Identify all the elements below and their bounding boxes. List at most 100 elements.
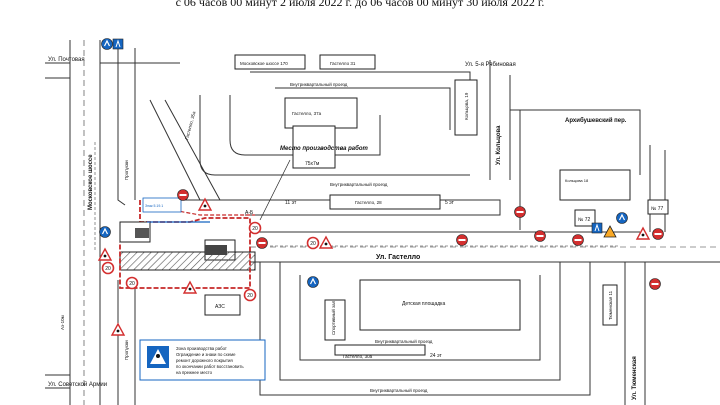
inner-road-bottom-outer	[259, 262, 591, 396]
sign-blue-top-left	[100, 37, 114, 51]
storeys-5: 5 эт	[445, 200, 455, 206]
road-works-sign-gastello	[319, 236, 333, 249]
playground-label: Детская площадка	[402, 301, 445, 307]
map-caption: с 06 часов 00 минут 2 июля 2022 г. до 06…	[175, 0, 545, 9]
no-entry-sign-koltsova-2	[534, 230, 546, 242]
street-label-proezd-bottom2: Внутриквартальный проезд	[370, 387, 428, 393]
street-label-moskovskoe: Московское шоссе	[88, 154, 94, 210]
street-label-koltsova: Ул. Кольцова	[496, 125, 502, 165]
work-zone-vehicle	[135, 228, 149, 238]
road-works-sign-left-2	[111, 323, 125, 336]
building-sports	[324, 299, 346, 341]
pedestrian-figure	[156, 354, 160, 358]
street-label-proezd-left2: Пропуски	[124, 340, 129, 360]
building-label-gastello31: Гастелло 31	[330, 61, 356, 66]
storeys-11: 11 эт	[285, 200, 297, 206]
work-site-label: Место производства работ	[280, 145, 369, 152]
street-label-ryabinovaya: Ул. 5-я Рябиновая	[465, 62, 516, 68]
work-zone-hatched-area	[119, 251, 256, 271]
info-box-text: Знак 5.19.1	[145, 204, 163, 208]
speed-limit-sign-gastello	[306, 236, 320, 250]
service-road-edge-1	[117, 45, 126, 206]
no-entry-sign-far-right	[652, 228, 664, 240]
building-label-gastello28: Гастелло, 28	[355, 200, 382, 205]
building-label-gastello35a: Гастелло, 35а	[184, 110, 196, 140]
street-label-proezd-top: Внутриквартальный проезд	[290, 81, 348, 87]
sign-bluesq-right	[591, 222, 603, 234]
street-label-tyumenskaya: Ул. Тюменская	[632, 356, 638, 400]
work-site-callout	[259, 159, 291, 221]
driveway-diagonal	[149, 99, 221, 201]
no-entry-sign-right	[572, 234, 584, 246]
building-77	[647, 199, 669, 215]
building-b_top_left	[234, 54, 306, 70]
street-label-arkhibutsevsky: Архибушевский пер.	[565, 117, 627, 124]
building-label-koltsova: Кольцова, 19	[464, 92, 469, 120]
info-box-blue	[142, 197, 182, 213]
sign-blue-left	[98, 225, 112, 239]
road-works-sign-right	[636, 227, 650, 240]
building-label-top-left: Московское шоссе 170	[240, 61, 288, 66]
sign-blue-right	[615, 211, 629, 225]
speed-limit-sign-left-2	[125, 276, 139, 290]
no-entry-sign-tyumenskaya	[649, 278, 661, 290]
roads	[45, 40, 720, 405]
note-line-4: по окончании работ восстановить	[176, 364, 244, 369]
building-label-tyumenskaya: Тюменская 11	[608, 290, 613, 320]
building-72	[574, 209, 596, 227]
inner-road-top-loop-2	[229, 95, 381, 156]
road-works-sign-left	[98, 248, 112, 261]
street-label-gastello: Ул. Гастелло	[376, 254, 420, 261]
building-label-ryab: Кольцова 18	[565, 178, 589, 183]
sports-label: Спортивный зал	[330, 300, 336, 335]
note-line-2: Ограждение и знаки по схеме	[176, 352, 236, 357]
street-label-sov-armii: Ул. Советской Армии	[48, 381, 107, 388]
building-label-gastello30a: Гастелло, 30а	[343, 354, 373, 359]
street-label-proezd-bottom: Внутриквартальный проезд	[375, 338, 433, 344]
building-gastello28	[329, 194, 441, 210]
street-label-pochtovaya: Ул. Почтовая	[48, 57, 85, 63]
speed-limit-sign-icon	[248, 221, 262, 235]
inner-road-top-edge-2	[275, 87, 451, 130]
building-right-yard	[559, 169, 631, 201]
building-label-gastello37a: Гастелло, 37а	[292, 111, 322, 116]
street-label-proezd-mid: Внутриквартальный проезд	[330, 181, 388, 187]
storeys-24: 24 эт	[430, 353, 442, 359]
work-zone	[119, 200, 256, 289]
building-label-77: № 77	[651, 206, 664, 212]
work-site-size: 75x7м	[305, 161, 320, 167]
no-entry-sign-gastello	[456, 234, 468, 246]
inner-road-bottom-loop-2	[299, 275, 541, 361]
building-koltsova	[454, 79, 478, 136]
speed-limit-sign-icon-2	[243, 288, 257, 302]
building-gastello30a	[334, 344, 426, 356]
no-entry-sign-koltsova	[514, 206, 526, 218]
speed-limit-sign-left	[101, 261, 115, 275]
detour-arrows	[94, 140, 620, 250]
note-line-5: на прежнее место	[176, 370, 213, 375]
work-zone-truck	[205, 245, 227, 255]
building-gastello31	[319, 54, 376, 70]
road-works-sign-icon	[198, 198, 212, 211]
building-gastello37a	[284, 97, 358, 129]
building-label-72: № 72	[578, 217, 591, 223]
note-line-1: Зона производства работ	[176, 346, 227, 351]
inner-road-bottom-loop	[279, 262, 561, 381]
labels: Ул. Почтовая Московское шоссе Ул. Советс…	[48, 57, 664, 400]
inner-road-top-edge	[250, 71, 471, 130]
no-entry-sign-icon	[177, 189, 189, 201]
note-line-3: ремонт дорожного покрытия	[176, 358, 233, 363]
building-label-azs: АЗС	[215, 304, 225, 310]
building-tyumenskaya	[602, 284, 618, 326]
building-azs	[204, 294, 241, 316]
right-side-road	[649, 145, 666, 232]
left-mark-label: Аз-10м	[60, 315, 65, 330]
buildings	[204, 54, 669, 356]
building-playground	[359, 279, 521, 331]
sign-blue-bottom	[306, 275, 320, 289]
street-label-proezd-left: Пропуски	[124, 160, 129, 180]
no-entry-sign-icon-2	[256, 237, 268, 249]
sign-ref-label: А-Б	[245, 210, 254, 216]
building-gastello35a-block	[292, 125, 336, 169]
